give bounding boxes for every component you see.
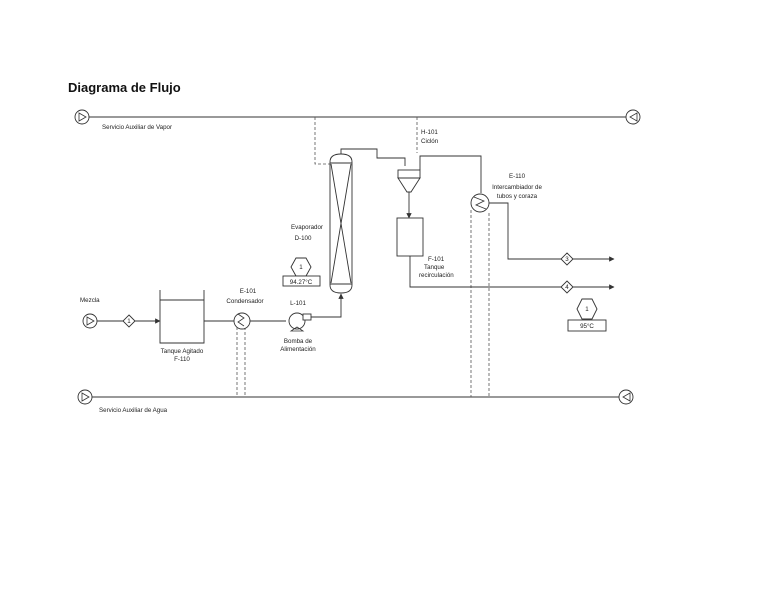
cyclone-name-label: Ciclón [421, 138, 439, 145]
recirculation-tank [396, 217, 424, 257]
pump-tag-label: L-101 [290, 300, 306, 307]
stream-tag-4: 4 [560, 280, 574, 294]
water-service-line [77, 389, 634, 405]
utility-dashed-lines [236, 117, 490, 397]
hx-name-label-1: Intercambiador de [492, 184, 542, 191]
page-title: Diagrama de Flujo [68, 80, 181, 95]
hx-tag-label: E-110 [509, 173, 526, 180]
svg-text:4: 4 [565, 284, 569, 291]
recirc-name-label-2: recirculación [419, 272, 454, 279]
pump-icon [288, 312, 312, 332]
tank-tag-label: F-110 [174, 356, 190, 363]
svg-text:1: 1 [299, 264, 303, 271]
mezcla-label: Mezcla [80, 297, 100, 304]
recirc-name-label-1: Tanque [424, 264, 445, 271]
stream-tag-mezcla: 1 [122, 314, 136, 328]
condenser-icon [233, 312, 251, 330]
svg-text:3: 3 [565, 256, 569, 263]
agitated-tank [159, 290, 205, 344]
vapor-service-line [74, 109, 641, 125]
evaporator-name-label: Evaporador [291, 224, 323, 231]
condenser-tag-label: E-101 [240, 288, 257, 295]
vapor-service-label: Servicio Auxiliar de Vapor [102, 124, 172, 131]
stream-tag-3: 3 [560, 252, 574, 266]
outlet-temperature-indicator: 1 95°C [567, 298, 607, 332]
condenser-name-label: Condensador [226, 298, 263, 305]
svg-text:1: 1 [585, 306, 589, 313]
evaporator-tag-label: D-100 [295, 235, 312, 242]
cyclone-icon [397, 169, 421, 193]
heat-exchanger-icon [470, 193, 490, 213]
pump-name-label-1: Bomba de [284, 338, 313, 345]
svg-text:1: 1 [127, 318, 131, 325]
evaporator-column [329, 153, 353, 294]
mezcla-inlet-icon [82, 313, 98, 329]
cyclone-tag-label: H-101 [421, 129, 438, 136]
evaporator-temperature-value: 94.27°C [290, 279, 313, 286]
recirc-tag-label: F-101 [428, 256, 445, 263]
water-service-label: Servicio Auxiliar de Agua [99, 407, 168, 414]
hx-name-label-2: tubos y coraza [497, 193, 538, 200]
evaporator-temperature-indicator: 1 94.27°C [282, 257, 321, 287]
tank-name-label: Tanque Agitado [161, 348, 204, 355]
pump-name-label-2: Alimentación [280, 346, 316, 353]
outlet-temperature-value: 95°C [580, 323, 594, 330]
